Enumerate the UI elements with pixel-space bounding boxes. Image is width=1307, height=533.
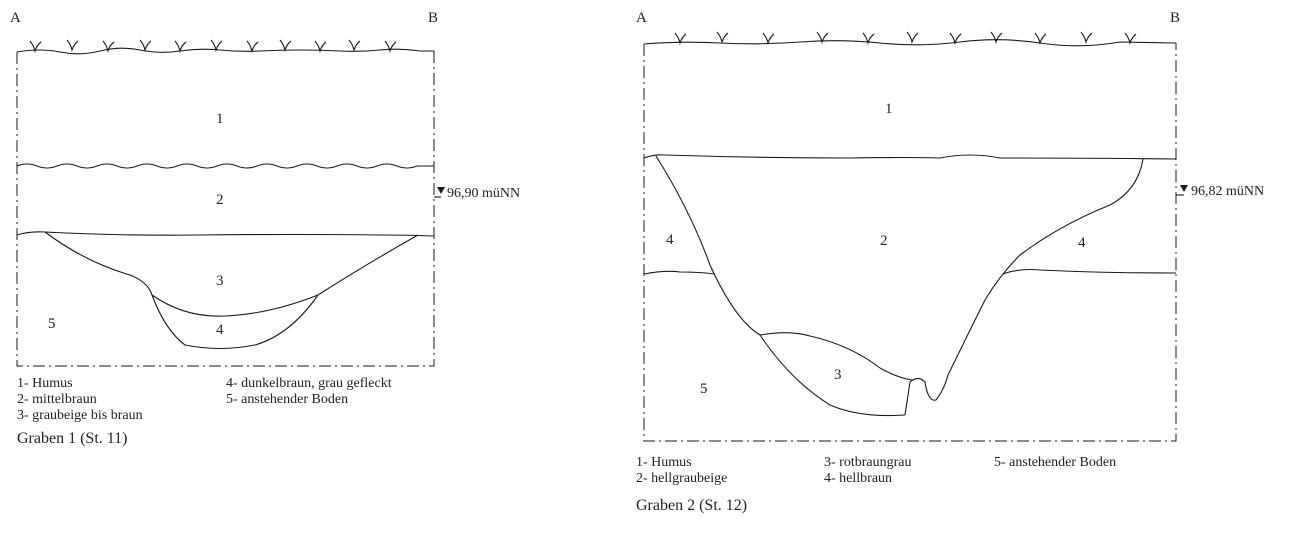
grass-tuft-icon bbox=[246, 40, 259, 54]
grass-tuft-icon bbox=[816, 31, 829, 45]
layer-number-4: 4 bbox=[216, 322, 224, 338]
legend-item-3: 3- rotbraungrau bbox=[824, 455, 911, 470]
profile-title: Graben 2 (St. 12) bbox=[636, 497, 747, 514]
boundary-layer-4-left bbox=[643, 270, 716, 275]
profile-graben-1: A B 96,90 müNN 1 2 3 4 5 1- Humus 2- mit… bbox=[10, 10, 520, 447]
elevation-label: 96,90 müNN bbox=[447, 186, 520, 201]
legend-item-5: 5- anstehender Boden bbox=[226, 392, 348, 407]
grass-tuft-icon bbox=[674, 31, 1137, 46]
down-triangle-icon bbox=[437, 187, 445, 194]
grass-tuft-icon bbox=[314, 40, 327, 54]
legend-item-2: 2- hellgraubeige bbox=[636, 471, 727, 486]
boundary-layer-3 bbox=[759, 332, 913, 381]
layer-number-5: 5 bbox=[48, 316, 56, 332]
legend-item-1: 1- Humus bbox=[636, 455, 692, 470]
pit-feature-right-wall bbox=[947, 158, 1144, 376]
layer-number-4-left: 4 bbox=[666, 232, 674, 248]
grass-tuft-icon bbox=[102, 40, 115, 54]
grass-tuft-icon bbox=[674, 32, 687, 46]
legend-item-1: 1- Humus bbox=[17, 376, 73, 391]
elevation-label: 96,82 müNN bbox=[1191, 184, 1264, 199]
grass-tuft-icon bbox=[716, 31, 729, 45]
grass-tuft-icon bbox=[348, 39, 361, 53]
grass-tuft-icon bbox=[174, 40, 187, 54]
grass-tuft-icon bbox=[990, 31, 1003, 45]
pit-feature-outline bbox=[44, 231, 419, 317]
profile-graben-2: A B 96,82 müNN 1 2 4 4 3 5 1- Humus 2- h… bbox=[636, 10, 1264, 514]
grass-tuft-icon bbox=[949, 32, 962, 46]
boundary-humus bbox=[16, 163, 434, 169]
legend-item-3: 3- graubeige bis braun bbox=[17, 408, 143, 423]
grass-tuft-icon bbox=[66, 39, 79, 53]
layer-number-3: 3 bbox=[834, 367, 842, 383]
pit-feature-left-wall bbox=[655, 155, 906, 417]
grass-tuft-icon bbox=[1080, 31, 1093, 45]
layer-number-5: 5 bbox=[700, 381, 708, 397]
grass-tuft-icon bbox=[384, 40, 397, 54]
layer-number-3: 3 bbox=[216, 273, 224, 289]
grass-tuft-icon bbox=[1124, 32, 1137, 46]
pit-feature-inner bbox=[151, 294, 319, 350]
boundary-layer-4-right bbox=[1002, 268, 1177, 275]
down-triangle-icon bbox=[1180, 185, 1188, 192]
grass-tuft-icon bbox=[762, 32, 775, 46]
grass-tuft-icon bbox=[29, 40, 42, 54]
legend-item-4: 4- dunkelbraun, grau gefleckt bbox=[226, 376, 392, 391]
legend-item-4: 4- hellbraun bbox=[824, 471, 892, 486]
layer-number-1: 1 bbox=[885, 101, 893, 117]
profile-frame bbox=[643, 43, 1177, 442]
layer-number-2: 2 bbox=[216, 192, 224, 208]
boundary-layer-2 bbox=[16, 231, 435, 237]
corner-label-a: A bbox=[10, 10, 21, 26]
grass-tuft-icon bbox=[906, 31, 919, 45]
boundary-humus bbox=[643, 154, 1177, 160]
grass-tuft-icon bbox=[1034, 32, 1047, 46]
grass-tuft-icon bbox=[279, 39, 292, 53]
corner-label-b: B bbox=[428, 10, 438, 26]
profile-frame bbox=[16, 51, 435, 367]
corner-label-a: A bbox=[636, 10, 647, 26]
layer-number-4-right: 4 bbox=[1078, 235, 1086, 251]
legend-item-5: 5- anstehender Boden bbox=[994, 455, 1116, 470]
grass-tuft-icon bbox=[210, 39, 223, 53]
ground-surface-line bbox=[16, 47, 434, 55]
legend-item-2: 2- mittelbraun bbox=[17, 392, 97, 407]
pit-feature-bump bbox=[904, 374, 949, 416]
corner-label-b: B bbox=[1170, 10, 1180, 26]
layer-number-2: 2 bbox=[880, 233, 888, 249]
profile-title: Graben 1 (St. 11) bbox=[17, 430, 128, 447]
grass-tuft-icon bbox=[139, 39, 152, 53]
grass-tuft-icon bbox=[862, 32, 875, 46]
layer-number-1: 1 bbox=[216, 111, 224, 127]
ground-surface-line bbox=[643, 39, 1177, 47]
